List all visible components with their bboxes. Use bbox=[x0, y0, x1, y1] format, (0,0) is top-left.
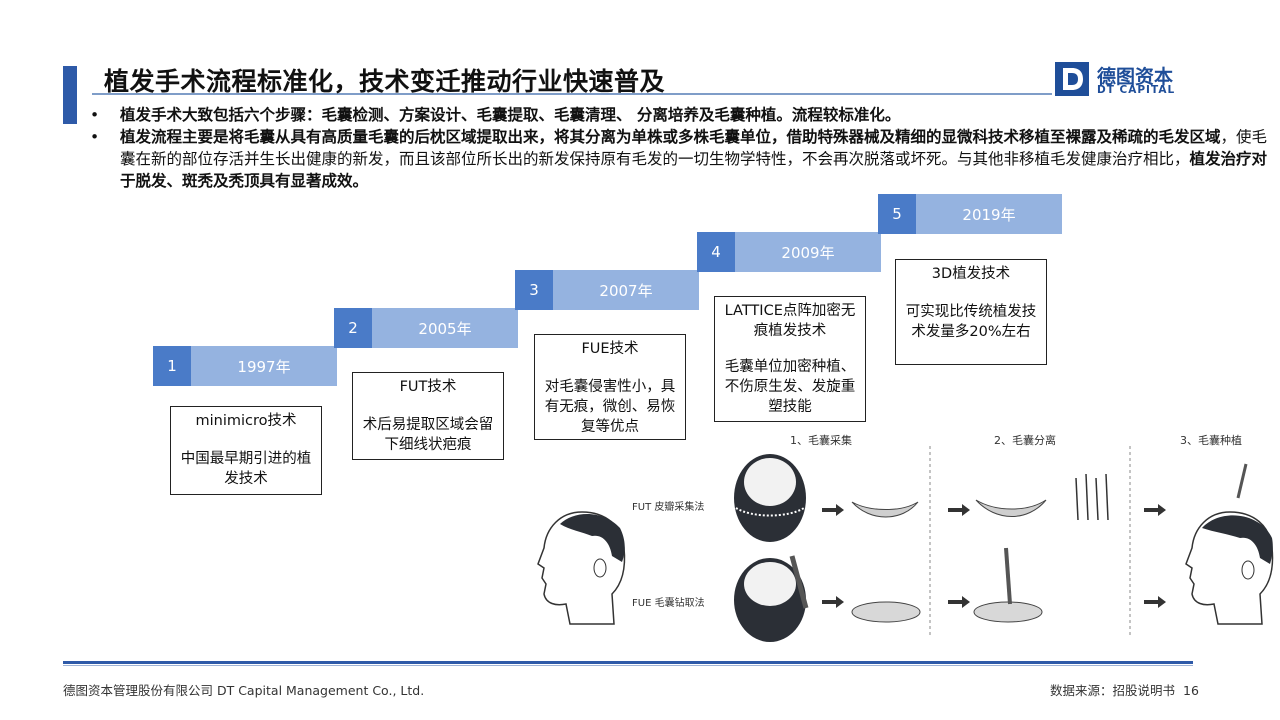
page-title: 植发手术流程标准化，技术变迁推动行业快速普及 bbox=[104, 67, 666, 96]
title-underline bbox=[92, 93, 1052, 95]
tech-title: LATTICE点阵加密无痕植发技术 bbox=[724, 303, 856, 339]
bullet-text: ，使毛囊在新的部位存活并生长出健康的新发，而且该部位所长出的新发保持原有毛发的一… bbox=[120, 128, 1268, 168]
head-back-fut-icon bbox=[734, 454, 806, 542]
step-year: 2019年 bbox=[916, 194, 1062, 234]
timeline-step-4: 4 2009年 bbox=[697, 232, 881, 272]
tech-title: 3D植发技术 bbox=[931, 266, 1011, 282]
bullet-dot-icon: • bbox=[90, 128, 100, 146]
step-number: 2 bbox=[334, 308, 372, 348]
footer-rule bbox=[63, 661, 1193, 664]
dt-logo-icon bbox=[1055, 62, 1089, 96]
step-year: 2005年 bbox=[372, 308, 518, 348]
bullet-text-bold: 植发治疗对于脱发、斑秃及秃顶具有显著成效。 bbox=[120, 150, 1268, 190]
step-number: 5 bbox=[878, 194, 916, 234]
bullet-text: 植发手术大致包括六个步骤：毛囊检测、方案设计、毛囊提取、毛囊清理、 分离培养及毛… bbox=[120, 106, 901, 124]
diagram-step-label: 2、毛囊分离 bbox=[994, 433, 1056, 447]
diagram-step-label: 1、毛囊采集 bbox=[790, 433, 852, 447]
head-back-fue-icon bbox=[734, 555, 809, 642]
page-number: 16 bbox=[1183, 683, 1199, 698]
skin-strip-icon bbox=[851, 499, 1047, 518]
timeline-step-5: 5 2019年 bbox=[878, 194, 1062, 234]
step-year: 2009年 bbox=[735, 232, 881, 272]
footer-rule-thin bbox=[63, 665, 1193, 666]
company-logo: 德图资本 DT CAPITAL bbox=[1055, 62, 1185, 98]
bullet-dot-icon: • bbox=[90, 106, 100, 124]
tech-title: FUE技术 bbox=[581, 341, 639, 357]
step-year: 2007年 bbox=[553, 270, 699, 310]
tech-box-fue: FUE技术 对毛囊侵害性小，具有无痕，微创、易恢复等优点 bbox=[534, 334, 686, 440]
step-year: 1997年 bbox=[191, 346, 337, 386]
follicle-dish-icon bbox=[851, 547, 1043, 623]
logo-english-name: DT CAPITAL bbox=[1097, 84, 1176, 96]
diagram-arrows bbox=[822, 504, 1166, 608]
follicle-units-icon bbox=[1075, 473, 1109, 521]
tech-description: 可实现比传统植发技术发量多20%左右 bbox=[905, 304, 1037, 340]
title-accent-bar bbox=[63, 66, 77, 124]
bullet-item: • 植发手术大致包括六个步骤：毛囊检测、方案设计、毛囊提取、毛囊清理、 分离培养… bbox=[86, 104, 1280, 126]
tech-description: 术后易提取区域会留下细线状疤痕 bbox=[362, 417, 494, 453]
data-source: 数据来源：招股说明书 bbox=[1050, 683, 1176, 698]
head-profile-right-icon bbox=[1185, 463, 1274, 625]
tech-box-fut: FUT技术 术后易提取区域会留下细线状疤痕 bbox=[352, 372, 504, 460]
tech-description: 对毛囊侵害性小，具有无痕，微创、易恢复等优点 bbox=[544, 379, 676, 435]
tech-description: 中国最早期引进的植发技术 bbox=[180, 451, 312, 487]
footer-company: 德图资本管理股份有限公司 DT Capital Management Co., … bbox=[63, 683, 425, 698]
footer-source: 数据来源：招股说明书 16 bbox=[1050, 680, 1199, 699]
tech-box-3d: 3D植发技术 可实现比传统植发技术发量多20%左右 bbox=[895, 259, 1047, 365]
step-number: 1 bbox=[153, 346, 191, 386]
bullet-text-bold: 植发流程主要是将毛囊从具有高质量毛囊的后枕区域提取出来，将其分离为单株或多株毛囊… bbox=[120, 128, 1221, 146]
timeline-step-2: 2 2005年 bbox=[334, 308, 518, 348]
hair-transplant-procedure-diagram: 1、毛囊采集 2、毛囊分离 3、毛囊种植 FUT 皮瓣采集法 FUE 毛囊钻取法 bbox=[537, 433, 1274, 642]
bullet-item: • 植发流程主要是将毛囊从具有高质量毛囊的后枕区域提取出来，将其分离为单株或多株… bbox=[86, 126, 1280, 192]
tech-description: 毛囊单位加密种植、不伤原生发、发旋重塑技能 bbox=[724, 359, 856, 415]
tech-box-minimicro: minimicro技术 中国最早期引进的植发技术 bbox=[170, 406, 322, 495]
head-profile-left-icon bbox=[537, 511, 626, 625]
timeline-step-1: 1 1997年 bbox=[153, 346, 337, 386]
diagram-step-label: 3、毛囊种植 bbox=[1180, 433, 1242, 447]
logo-chinese-name: 德图资本 bbox=[1097, 66, 1174, 88]
diagram-row-label: FUE 毛囊钻取法 bbox=[632, 596, 705, 609]
bullet-list: • 植发手术大致包括六个步骤：毛囊检测、方案设计、毛囊提取、毛囊清理、 分离培养… bbox=[86, 104, 1280, 192]
diagram-row-label: FUT 皮瓣采集法 bbox=[632, 500, 704, 513]
step-number: 3 bbox=[515, 270, 553, 310]
tech-title: minimicro技术 bbox=[195, 413, 297, 429]
tech-box-lattice: LATTICE点阵加密无痕植发技术 毛囊单位加密种植、不伤原生发、发旋重塑技能 bbox=[714, 296, 866, 422]
timeline-step-3: 3 2007年 bbox=[515, 270, 699, 310]
tech-title: FUT技术 bbox=[399, 379, 457, 395]
step-number: 4 bbox=[697, 232, 735, 272]
